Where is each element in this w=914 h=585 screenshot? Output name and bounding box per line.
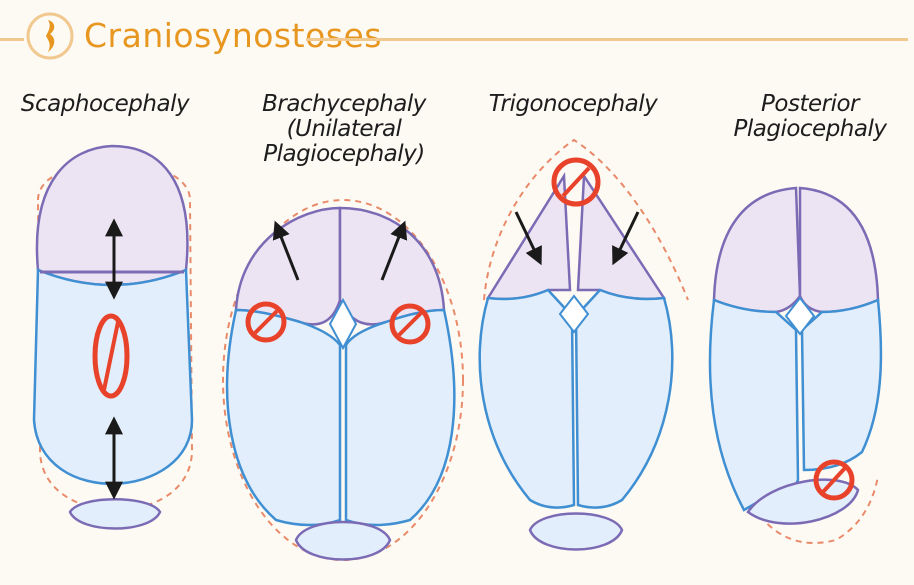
- frontal-bone-left: [236, 208, 340, 324]
- occipital-bone: [70, 499, 160, 528]
- occipital-bone: [530, 514, 622, 550]
- skull-scaphocephaly: [34, 146, 192, 529]
- parietal-bone-right: [576, 290, 672, 508]
- frontal-bone-left: [714, 188, 800, 312]
- parietal-bone-right: [346, 310, 454, 525]
- parietal-bone-right: [802, 300, 881, 470]
- occipital-bone: [296, 522, 390, 560]
- frontal-bone-right: [340, 208, 444, 324]
- parietal-bone-left: [480, 290, 574, 508]
- frontal-bone-right: [800, 188, 878, 312]
- skull-brachycephaly: [223, 200, 463, 560]
- skull-trigonocephaly: [480, 140, 688, 550]
- parietal-bone-left: [227, 310, 340, 525]
- frontal-bone: [37, 146, 187, 285]
- parietal-bone-left: [710, 300, 798, 510]
- frontal-bone-right: [578, 176, 664, 299]
- skull-posterior-plagiocephaly: [710, 188, 881, 543]
